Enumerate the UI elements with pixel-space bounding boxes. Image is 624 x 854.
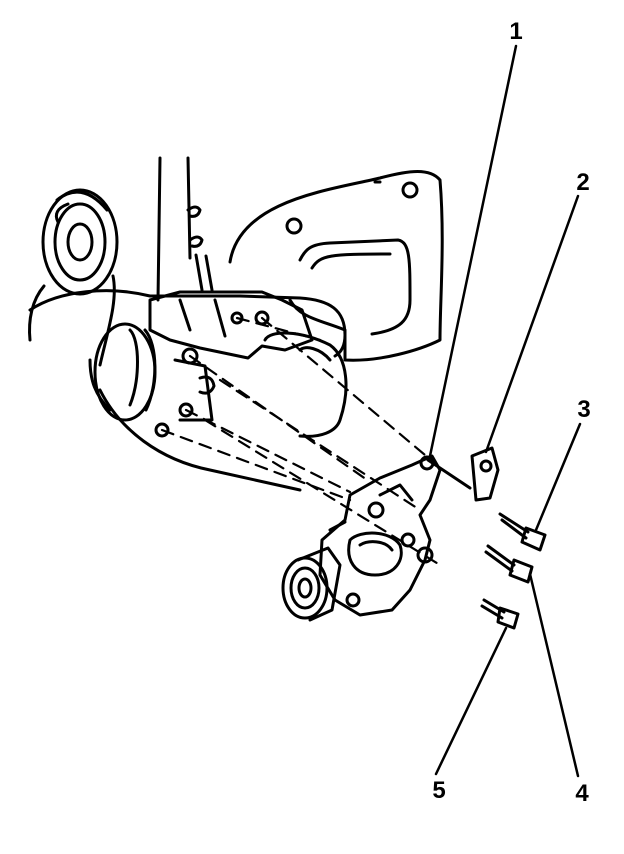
callout-label-4: 4 (575, 780, 589, 807)
callout-label-3: 3 (577, 396, 591, 423)
leader-line-5 (434, 626, 508, 776)
callout-label-5: 5 (432, 777, 446, 804)
leader-line-2 (484, 194, 580, 454)
bolt-3 (426, 458, 547, 552)
tensioner-pulley (281, 546, 342, 622)
mounting-bracket (148, 290, 314, 438)
leader-line-1 (428, 44, 518, 458)
bolt-4 (484, 544, 534, 584)
leader-line-4 (528, 572, 580, 778)
drive-pulley (41, 188, 119, 296)
bracket-plate (470, 446, 500, 502)
engine-cover (228, 170, 444, 362)
leader-lines (428, 44, 582, 778)
callout-label-2: 2 (576, 169, 590, 196)
bolt-5 (480, 598, 520, 630)
belt-tensioner (318, 454, 442, 617)
engine-housing (28, 289, 348, 492)
engine-post (156, 156, 214, 302)
callout-label-1: 1 (509, 18, 523, 45)
drive-belt (28, 274, 116, 367)
leader-line-3 (534, 422, 582, 532)
